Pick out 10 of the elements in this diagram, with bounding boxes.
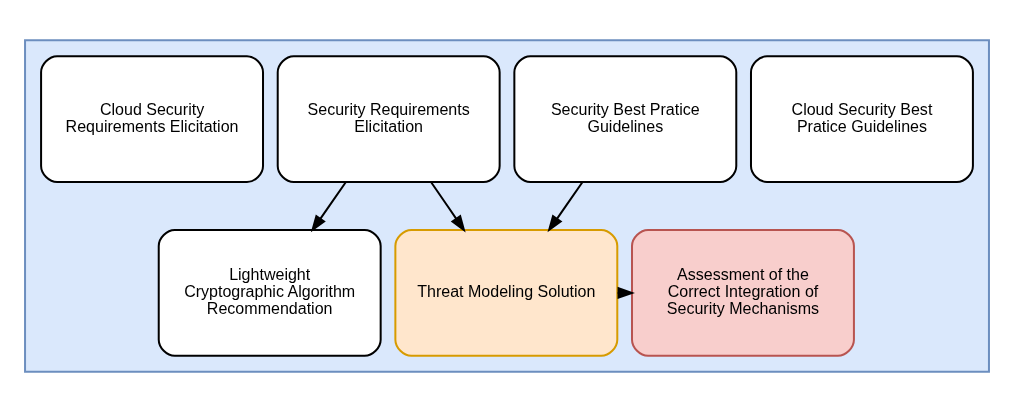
node-box: Cloud Security Requirements Elicitation [39,55,264,183]
arrow [429,181,466,233]
node-box: Security Best Pratice Guidelines [512,55,737,183]
node-box: Security Requirements Elicitation [276,55,501,183]
node-box: Cloud Security Best Pratice Guidelines [749,55,974,183]
arrow [547,181,583,233]
arrow [310,181,347,233]
node-box: Assessment of the Correct Integration of Security Mechanisms [630,229,855,357]
node-box: Lightweight Cryptographic Algorithm Recommendation [157,229,382,357]
cluster [23,39,990,373]
